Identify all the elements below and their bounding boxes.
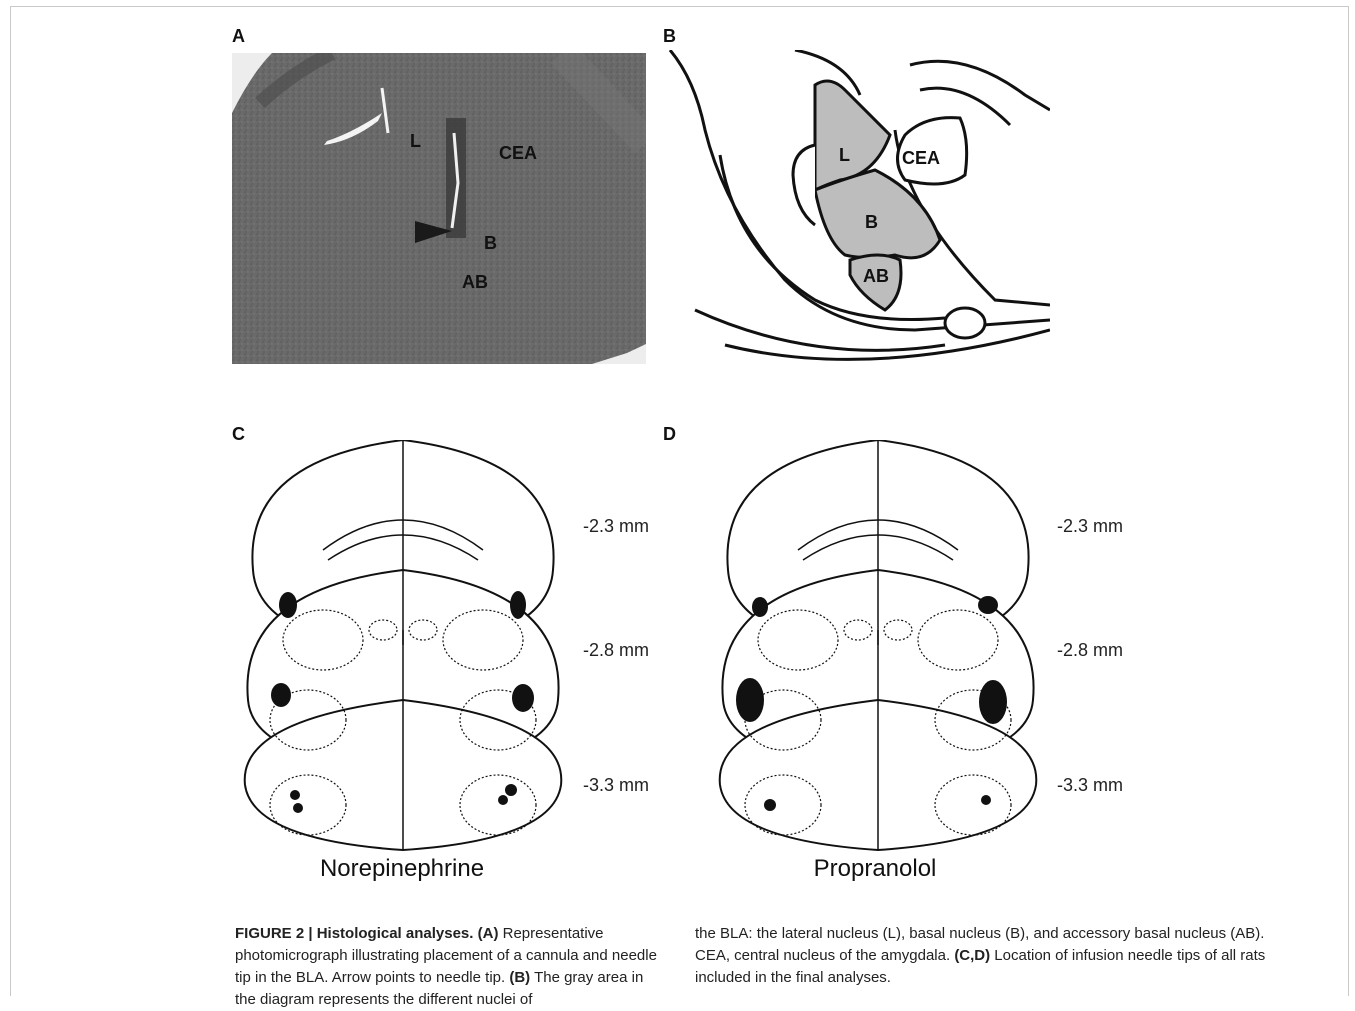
photo-label-ab: AB	[462, 272, 488, 293]
level-label: -2.8 mm	[1057, 640, 1123, 661]
group-label-norepinephrine: Norepinephrine	[232, 855, 572, 883]
diagram-label-b: B	[865, 212, 878, 233]
figure-label: FIGURE 2 | Histological analyses.	[235, 925, 473, 942]
diagram-label-cea: CEA	[902, 148, 940, 169]
caption-ref-a: (A)	[478, 925, 499, 942]
caption-left: FIGURE 2 | Histological analyses. (A) Re…	[235, 923, 665, 1011]
diagram-label-ab: AB	[863, 266, 889, 287]
panel-letter-a: A	[232, 26, 245, 47]
level-label: -3.3 mm	[583, 775, 649, 796]
coronal-sections-norepinephrine	[233, 440, 573, 865]
level-label: -3.3 mm	[1057, 775, 1123, 796]
coronal-sections-propranolol	[708, 440, 1048, 865]
photo-label-b: B	[484, 233, 497, 254]
panel-letter-d: D	[663, 424, 676, 445]
amygdala-diagram: L CEA B AB	[665, 50, 1050, 375]
diagram-label-l: L	[839, 145, 850, 166]
panel-letter-b: B	[663, 26, 676, 47]
photo-label-cea: CEA	[499, 143, 537, 164]
group-label-propranolol: Propranolol	[705, 855, 1045, 883]
caption-ref-b: (B)	[509, 969, 530, 986]
level-label: -2.8 mm	[583, 640, 649, 661]
photomicrograph: L CEA B AB	[232, 53, 646, 364]
level-label: -2.3 mm	[1057, 516, 1123, 537]
photo-label-l: L	[410, 131, 421, 152]
caption-right: the BLA: the lateral nucleus (L), basal …	[695, 923, 1295, 989]
caption-ref-cd: (C,D)	[954, 947, 990, 964]
level-label: -2.3 mm	[583, 516, 649, 537]
